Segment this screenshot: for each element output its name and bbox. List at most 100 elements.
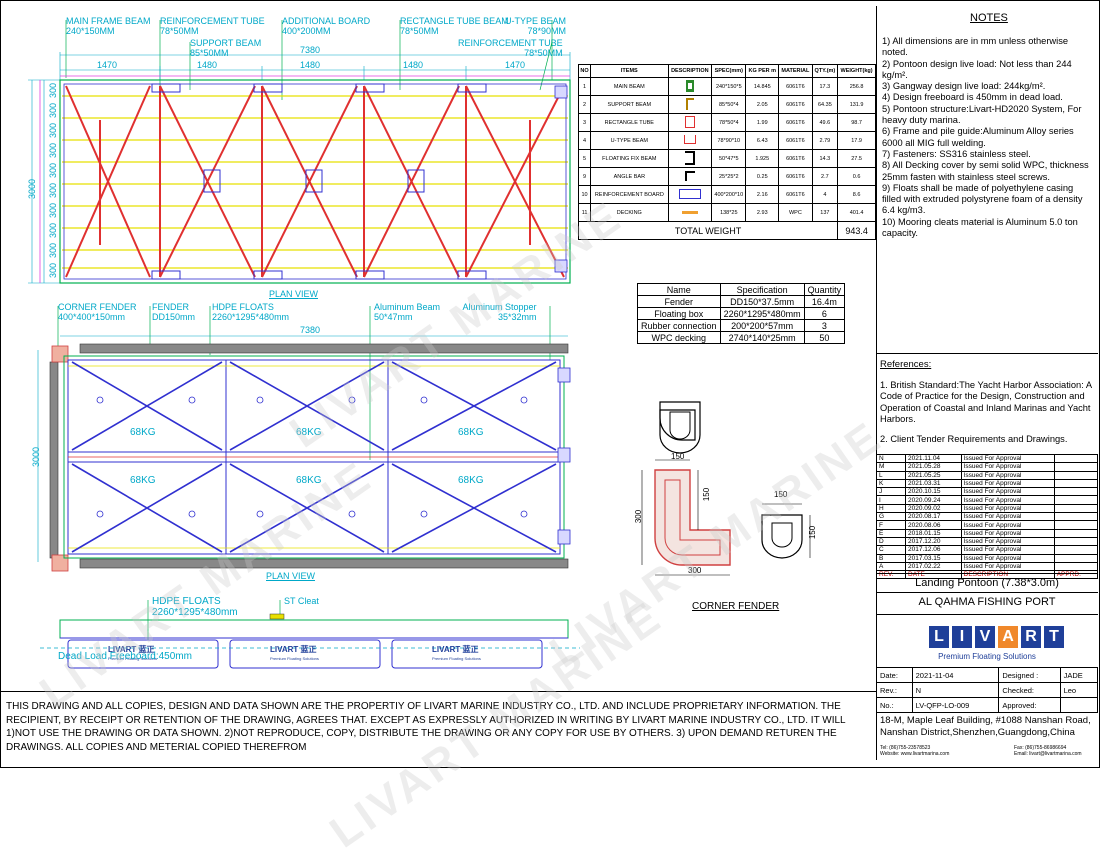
float-sub-3: Premium Floating Solutions (432, 656, 481, 661)
note-item: 9) Floats shall be made of polyethylene … (882, 182, 1083, 216)
dead-load-freeboard: Dead Load Freeboard:450mm (58, 651, 192, 662)
label-st-cleat: ST Cleat (284, 596, 319, 606)
frame-plan-view (28, 20, 571, 284)
note-item: 10) Mooring cleats material is Aluminum … (882, 216, 1078, 239)
divider (876, 614, 1098, 615)
decking-profile-icon (681, 210, 698, 214)
cf-dim-5: 150 (774, 490, 788, 499)
float-weight-5: 68KG (296, 475, 322, 486)
project-name: AL QAHMA FISHING PORT (918, 596, 1056, 608)
plan1-seg-4: 1480 (403, 60, 424, 70)
plan1-total-length: 7380 (300, 45, 321, 55)
corner-fender-title: CORNER FENDER (692, 601, 780, 612)
notes-list: 1) All dimensions are in mm unless other… (882, 36, 1094, 239)
cf-dim-1: 150 (671, 452, 685, 461)
float-brand-1: LIVART 蓝正 (108, 645, 155, 654)
divider (876, 353, 1098, 354)
reinforcement-board-profile-icon (678, 188, 701, 199)
float-sub-2: Premium Floating Solutions (270, 656, 319, 661)
main-beam-profile-icon (685, 79, 694, 92)
note-item: 5) Pontoon structure:Livart-HD2020 Syste… (882, 103, 1082, 126)
note-item: 2) Pontoon design live load: Not less th… (882, 58, 1072, 80)
float-weight-3: 68KG (458, 427, 484, 438)
logo-tagline: Premium Floating Solutions (938, 652, 1036, 661)
cf-dim-2: 150 (702, 487, 712, 502)
drawing-title: Landing Pontoon (7.38*3.0m) (876, 573, 1098, 593)
references-list: 1. British Standard:The Yacht Harbor Ass… (880, 380, 1094, 445)
float-weight-2: 68KG (296, 427, 322, 438)
float-plan-view (37, 306, 571, 572)
plan1-seg-3: 1480 (300, 60, 321, 70)
disclaimer-text: THIS DRAWING AND ALL COPIES, DESIGN AND … (6, 701, 846, 753)
right-panel (876, 6, 1099, 760)
note-item: 1) All dimensions are in mm unless other… (882, 36, 1069, 58)
notes-title: NOTES (970, 12, 1008, 24)
note-item: 3) Gangway design live load: 244kg/m². (882, 81, 1046, 92)
corner-fender-detail (641, 401, 811, 576)
total-weight-row: TOTAL WEIGHT 943.4 (577, 221, 876, 240)
divider (0, 691, 876, 692)
note-item: 7) Fasteners: SS316 stainless steel. (882, 148, 1031, 159)
plan1-seg-5: 1470 (505, 60, 526, 70)
float-weight-6: 68KG (458, 475, 484, 486)
float-weight-4: 68KG (130, 475, 156, 486)
float-sub-1: Premium Floating Solutions (108, 656, 157, 661)
side-elevation (40, 600, 580, 669)
floating-fix-beam-profile-icon (684, 150, 695, 165)
plan1-seg-2: 1480 (197, 60, 218, 70)
plan1-seg-1: 1470 (97, 60, 118, 70)
float-weight-1: 68KG (130, 427, 156, 438)
note-item: 8) All Decking cover by semi solid WPC, … (882, 160, 1089, 182)
company-address: 18-M, Maple Leaf Building, #1088 Nanshan… (880, 715, 1091, 738)
support-beam-profile-icon (685, 97, 694, 110)
cf-dim-4: 300 (688, 566, 702, 575)
reference-item: 1. British Standard:The Yacht Harbor Ass… (880, 380, 1092, 424)
note-item: 6) Frame and pile guide:Aluminum Alloy s… (882, 126, 1074, 148)
float-brand-3: LIVART 蓝正 (432, 645, 479, 654)
note-item: 4) Design freeboard is 450mm in dead loa… (882, 92, 1063, 103)
cf-dim-6: 150 (808, 525, 818, 540)
